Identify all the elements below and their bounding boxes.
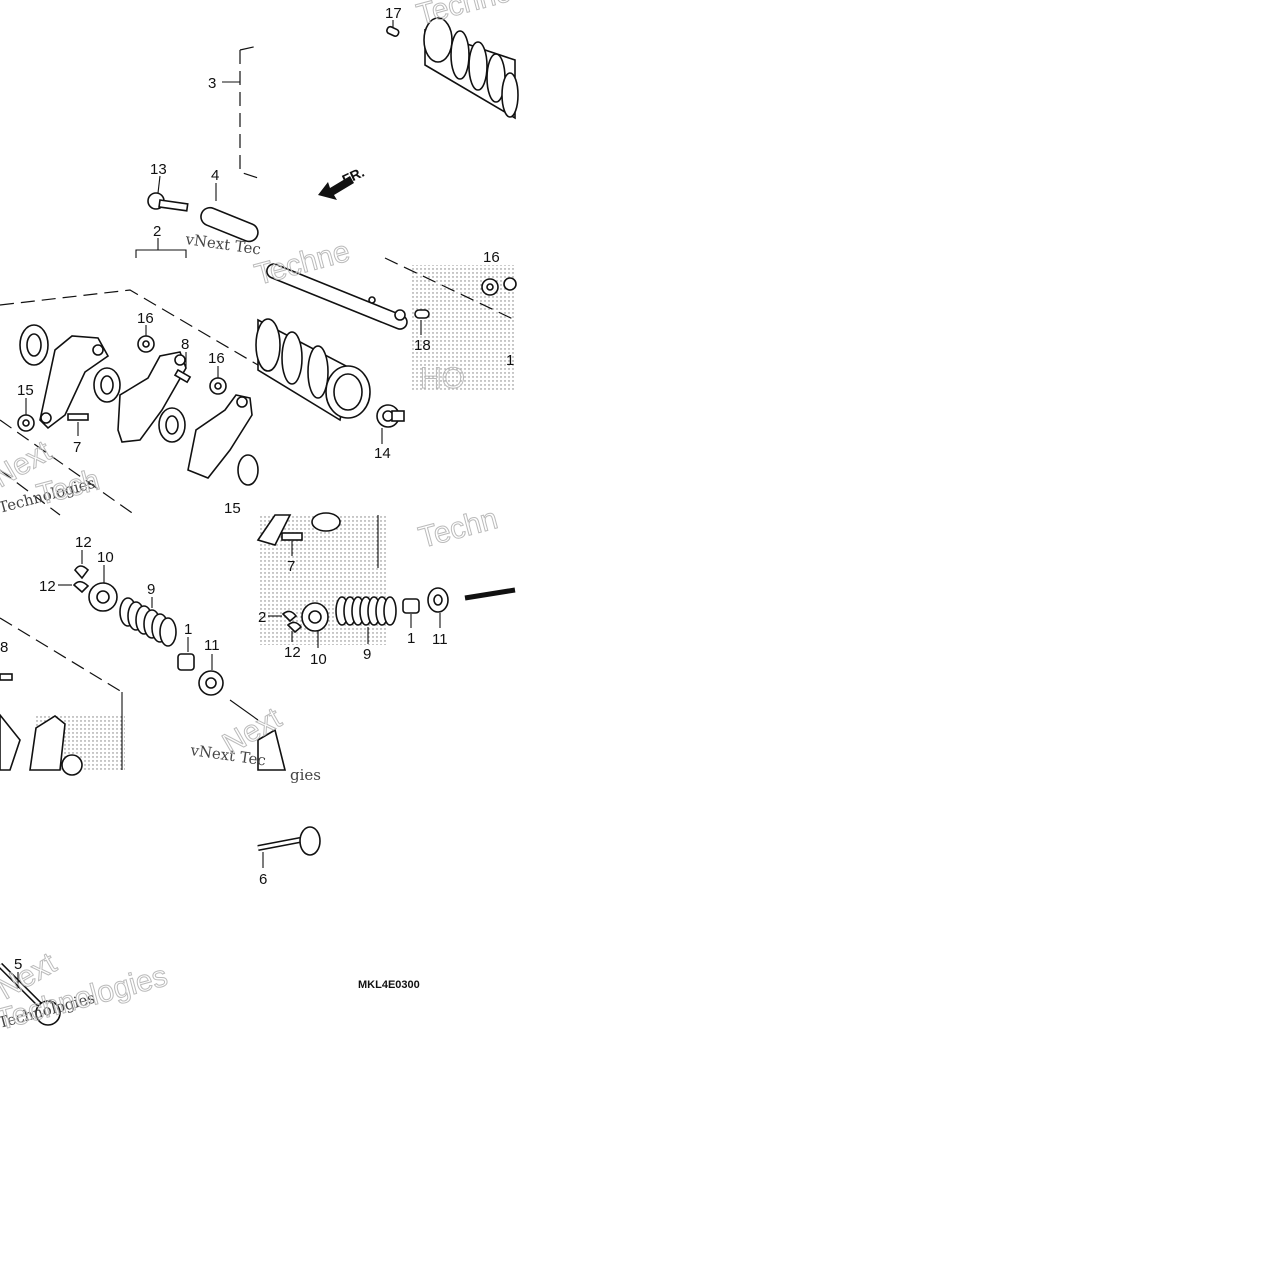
front-direction-label: FR.: [340, 164, 367, 188]
callout-3: 3: [208, 75, 216, 92]
spring-seat-11: [198, 654, 224, 696]
callout-12b: 12: [39, 578, 56, 595]
callout-8b: 8: [0, 639, 8, 656]
nut-16a: [137, 335, 155, 353]
callout-16b: 16: [208, 350, 225, 367]
valve-cotter-12a: [74, 550, 90, 580]
callout-4: 4: [211, 167, 219, 184]
rocker-arm-3: [187, 394, 253, 479]
bolt-13: [147, 175, 189, 212]
rocker-shaft-center: [266, 263, 408, 330]
tile-bottom: MKL4E0300: [0, 826, 420, 1026]
callout-18: 18: [414, 337, 431, 354]
callout-2b: 2: [258, 609, 266, 626]
camshaft-top-view: [423, 17, 519, 120]
adjuster-screw-7: [67, 413, 89, 421]
watermarks: vNext Tec Technologies vNext Tec gies Te…: [0, 0, 514, 1037]
stem-seal-1c: [402, 598, 420, 628]
callout-11b: 11: [432, 631, 448, 648]
valve-spring-9b: [335, 596, 397, 644]
front-direction-arrow: [318, 176, 354, 200]
callout-15b: 15: [224, 500, 241, 517]
rocker-arm-2: [117, 351, 187, 443]
watermark-4: gies: [290, 766, 321, 784]
callout-9b: 9: [363, 646, 371, 663]
tile-center: HO: [255, 257, 517, 444]
callout-1a: 1: [506, 352, 514, 369]
nut-15: [17, 414, 35, 432]
washer-mid: [93, 367, 121, 403]
assembly-bracket-3: [239, 45, 259, 179]
callout-2: 2: [153, 223, 161, 240]
bracket-2: [135, 238, 187, 258]
dowel-pin-18: [414, 309, 430, 335]
callout-6: 6: [259, 871, 267, 888]
rocker-arm-shaft-4: [200, 183, 259, 243]
washer-right: [158, 407, 186, 443]
watermark-7: Techn: [415, 502, 501, 555]
callout-7a: 7: [73, 439, 81, 456]
rocker-arm-1: [39, 335, 110, 430]
callout-9a: 9: [147, 581, 155, 598]
valve-5: [0, 962, 61, 1026]
spring-retainer-10b: [301, 602, 329, 648]
watermark-ghost-ho: HO: [420, 362, 465, 395]
callout-11a: 11: [204, 637, 220, 654]
callout-10b: 10: [310, 651, 327, 668]
stem-seal-1: [177, 637, 195, 671]
valve-cotter-12c: [268, 610, 303, 642]
callout-14: 14: [374, 445, 391, 462]
tile-top: [135, 17, 519, 258]
callout-13: 13: [150, 161, 167, 178]
valve-6: [257, 826, 321, 868]
callout-15a: 15: [17, 382, 34, 399]
tile-left: [0, 289, 259, 516]
callout-1c: 1: [407, 630, 415, 647]
nut-16b: [209, 377, 227, 395]
valve-spring-9: [119, 597, 177, 647]
drawing-code: MKL4E0300: [358, 979, 420, 991]
adjuster-screw-8b: [0, 673, 13, 681]
callout-17: 17: [385, 5, 402, 22]
watermark-5: Technc: [413, 0, 513, 32]
tile-left-lower: [0, 550, 259, 776]
callout-16a: 16: [137, 310, 154, 327]
valve-cotter-12b: [58, 580, 90, 594]
callouts: 17 3 13 4 2 16 8 16 15 7 15 16 18 14 1 1…: [0, 5, 514, 973]
callout-12a: 12: [75, 534, 92, 551]
callout-1b: 1: [184, 621, 192, 638]
callout-10a: 10: [97, 549, 114, 566]
adjuster-screw-8: [173, 368, 192, 384]
callout-5: 5: [14, 956, 22, 973]
tile-center-lower: [256, 512, 516, 771]
camshaft-center: [255, 318, 371, 422]
nut-16c: [481, 277, 517, 296]
callout-8a: 8: [181, 336, 189, 353]
spring-seat-11b: [427, 587, 449, 628]
cam-sprocket-bolt-14: [376, 404, 405, 444]
callout-7b: 7: [287, 558, 295, 575]
spring-retainer-10: [88, 565, 118, 612]
dowel-pin-17: [386, 20, 400, 37]
callout-12c: 12: [284, 644, 301, 661]
callout-16c: 16: [483, 249, 500, 266]
adjuster-screw-7b: [281, 532, 303, 556]
washer-left: [19, 324, 49, 366]
